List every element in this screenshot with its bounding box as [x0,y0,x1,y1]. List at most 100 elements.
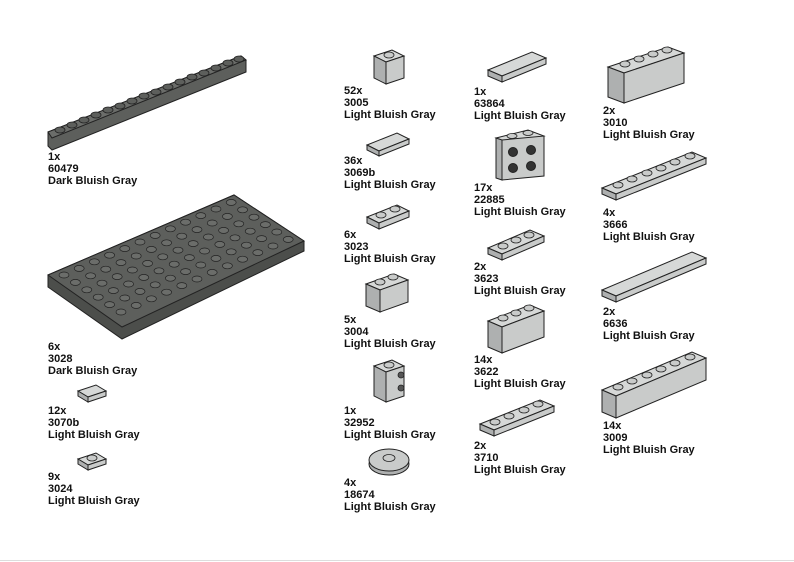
stud [146,246,157,253]
part-qty: 2x [603,105,616,117]
part-color: Light Bluish Gray [474,464,566,476]
part-color: Light Bluish Gray [474,110,566,122]
stud [225,248,237,256]
part-color: Light Bluish Gray [48,495,140,507]
part-color: Light Bluish Gray [603,129,695,141]
round-tile-2x2-icon [368,448,410,476]
part-color: Light Bluish Gray [474,206,566,218]
stud [123,280,134,288]
stud [180,218,191,226]
part-qty: 1x [474,86,487,98]
stud [184,254,195,261]
stud [233,220,245,228]
stud [115,308,127,316]
brick-1x3-icon [486,304,546,354]
part-number: 3710 [474,452,499,464]
part-number: 3004 [344,326,369,338]
stud [138,274,150,281]
plate-1x3-icon [486,229,546,261]
part-qty: 14x [474,354,493,366]
part-number: 60479 [48,163,79,175]
stud [176,282,188,289]
part-number: 3024 [48,483,73,495]
tile-1x1-icon [76,384,108,403]
part-qty: 6x [344,229,357,241]
stud [191,275,203,283]
stud [104,301,115,308]
part-qty: 4x [344,477,357,489]
stud [108,287,119,294]
brick-1x6-icon [600,351,708,419]
part-number: 3009 [603,432,628,444]
stud [282,236,294,243]
stud [222,262,233,270]
stud [73,265,85,272]
part-qty: 2x [474,261,487,273]
part-number: 3622 [474,366,499,378]
stud [176,232,188,240]
stud [206,219,218,227]
part-number: 18674 [344,489,375,501]
stud [142,260,153,267]
part-color: Light Bluish Gray [474,285,566,297]
stud [70,279,81,286]
stud [85,272,96,280]
stud [241,241,252,249]
stud [172,246,184,254]
part-qty: 1x [48,151,61,163]
part-qty: 2x [603,306,616,318]
part-qty: 9x [48,471,61,483]
part-qty: 14x [603,420,622,432]
part-qty: 36x [344,155,363,167]
stud [229,234,241,242]
stud [260,221,271,228]
stud [195,212,207,219]
stud [130,302,142,309]
stud [153,267,165,275]
stud [214,241,226,248]
part-number: 6636 [603,318,628,330]
stud [100,265,112,273]
part-number: 3005 [344,97,369,109]
stud [96,279,108,287]
stud [58,271,70,279]
stud [210,255,222,262]
stud [111,273,123,280]
stud [92,293,104,301]
stud [191,226,203,233]
stud [165,225,176,233]
stud [89,258,100,266]
tile-1x6-icon [600,251,708,303]
part-qty: 12x [48,405,67,417]
stud [134,238,146,246]
brick-1x2-studs-icon [494,129,546,181]
stud [210,205,222,213]
plate-1x16-icon [47,55,247,151]
stud [127,266,138,274]
stud [199,247,210,255]
part-color: Dark Bluish Gray [48,175,138,187]
part-color: Dark Bluish Gray [48,365,138,377]
part-qty: 17x [474,182,493,194]
page-divider [0,560,794,561]
brick-1x2-icon [364,273,410,313]
stud [267,242,279,250]
stud [149,281,161,289]
stud [237,206,248,214]
part-color: Light Bluish Gray [344,253,436,265]
stud [222,213,233,220]
stud [218,227,229,234]
stud [271,228,283,236]
part-qty: 52x [344,85,363,97]
part-number: 3023 [344,241,369,253]
stud [248,213,260,221]
plate-1x6-icon [600,151,708,201]
part-qty: 1x [344,405,357,417]
part-color: Light Bluish Gray [344,501,436,513]
stud [119,245,131,252]
stud [115,259,127,266]
part-color: Light Bluish Gray [344,429,436,441]
stud [244,227,256,235]
stud [134,288,146,295]
